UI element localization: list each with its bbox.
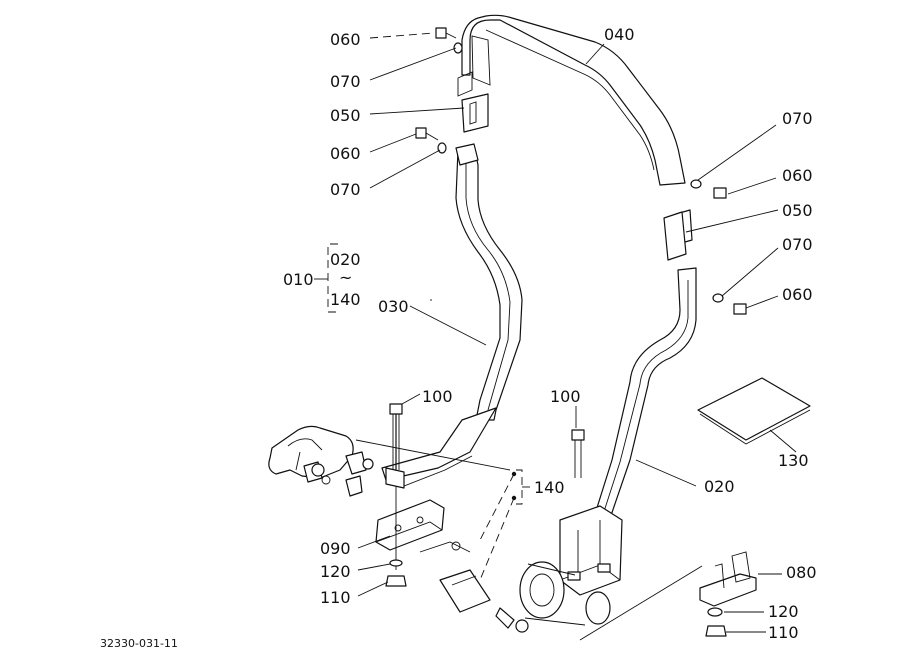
callout-100-left: 100	[422, 387, 453, 406]
right-side-frame-020	[519, 209, 697, 626]
callout-100-right: 100	[550, 387, 581, 406]
bolt-100-right	[571, 429, 585, 478]
callout-130: 130	[778, 451, 809, 470]
document-code: 32330-031-11	[100, 637, 178, 650]
callout-120-left: 120	[320, 562, 351, 581]
group-bracket-010	[314, 243, 338, 313]
callout-010-range-start-020: 020	[330, 250, 361, 269]
callout-060-lower-right: 060	[782, 285, 813, 304]
callout-070-top-left: 070	[330, 72, 361, 91]
group-bracket-140	[511, 469, 530, 505]
callout-060-upper-right: 060	[782, 166, 813, 185]
callout-040: 040	[604, 25, 635, 44]
callout-110-right: 110	[768, 623, 799, 642]
callout-070-upper-right: 070	[782, 109, 813, 128]
callout-110-left: 110	[320, 588, 351, 607]
callout-050-left: 050	[330, 106, 361, 125]
bolt-060-lower-right	[733, 303, 747, 315]
washer-070-lower-right	[712, 293, 724, 303]
callout-080: 080	[786, 563, 817, 582]
bolt-100-left	[389, 403, 403, 471]
bolt-060-upper-right	[713, 187, 727, 199]
axle-area-line	[579, 565, 703, 641]
callout-070-lower-right: 070	[782, 235, 813, 254]
washer-nut-stack-left	[385, 486, 407, 587]
callout-010-range-tilde: ~	[339, 268, 352, 287]
leader-lines	[355, 32, 797, 633]
callout-140: 140	[534, 478, 565, 497]
washer-nut-stack-right	[705, 607, 727, 637]
operators-manual-130	[697, 377, 811, 445]
callout-060-top-left: 060	[330, 30, 361, 49]
washer-070-upper-right	[690, 179, 702, 189]
callout-050-right: 050	[782, 201, 813, 220]
bolt-060-mid-left	[415, 127, 439, 141]
clamp-plate-050-left	[457, 71, 489, 133]
callout-120-right: 120	[768, 602, 799, 621]
callout-060-mid-left: 060	[330, 144, 361, 163]
callout-070-mid-left: 070	[330, 180, 361, 199]
bolt-060-top-left	[435, 27, 457, 39]
seat-belt-assembly	[268, 425, 374, 497]
callout-010: 010	[283, 270, 314, 289]
callout-030: 030	[378, 297, 409, 316]
washer-070-mid-left	[437, 142, 447, 154]
belt-anchor-parts-140	[419, 541, 529, 633]
left-side-frame-030	[381, 143, 523, 489]
top-roll-bar-040	[461, 14, 686, 186]
mounting-bracket-090	[375, 499, 445, 551]
bracket-080	[699, 551, 757, 607]
callout-090: 090	[320, 539, 351, 558]
washer-070-top-left	[453, 42, 463, 54]
clamp-plate-050-right	[663, 211, 687, 261]
callout-020: 020	[704, 477, 735, 496]
callout-010-range-end-140: 140	[330, 290, 361, 309]
